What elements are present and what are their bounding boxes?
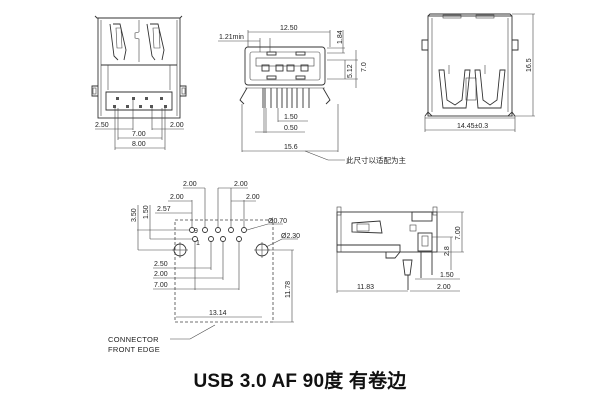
dim-15-6: 15.6 xyxy=(284,144,298,151)
dim-1-84: 1.84 xyxy=(337,30,344,44)
dim-12-50: 12.50 xyxy=(280,25,298,32)
dim-0-50: 0.50 xyxy=(284,125,298,132)
dim-13-14: 13.14 xyxy=(209,310,227,317)
fit-note: 此尺寸以适配为主 xyxy=(346,155,406,165)
dim-fp-2-50: 2.50 xyxy=(154,261,168,268)
dim-16-5: 16.5 xyxy=(526,58,533,72)
dim-2-00: 2.00 xyxy=(170,122,184,129)
dim-1-50: 1.50 xyxy=(143,205,150,219)
dim-3-50: 3.50 xyxy=(131,208,138,222)
dim-fp-2-00-e: 2.00 xyxy=(154,271,168,278)
dim-fp-2-00-b: 2.00 xyxy=(234,181,248,188)
connector-label-line2: FRONT EDGE xyxy=(108,345,160,354)
dim-11-83: 11.83 xyxy=(357,284,374,291)
front-view: 2.50 2.00 7.00 8.00 xyxy=(91,15,187,150)
drawing-title: USB 3.0 AF 90度 有卷边 xyxy=(193,371,407,392)
face-view: 12.50 1.21min 1.84 5.12 7.0 1.50 0.50 15… xyxy=(218,25,406,165)
svg-text:9: 9 xyxy=(194,228,198,235)
dim-side-2-00: 2.00 xyxy=(437,284,451,291)
pcb-footprint: 9 1 2.00 2.00 2.00 2.00 2.57 3.50 1.50 Ø… xyxy=(108,181,300,354)
dim-2-8: 2.8 xyxy=(444,246,451,256)
dim-1-21min: 1.21min xyxy=(219,34,244,41)
connector-label-line1: CONNECTOR xyxy=(108,335,159,344)
dim-7-00: 7.00 xyxy=(132,131,146,138)
dim-phi-0-70: Ø0.70 xyxy=(268,218,287,225)
dim-14-45: 14.45±0.3 xyxy=(457,123,488,130)
dim-side-1-50: 1.50 xyxy=(440,272,454,279)
dim-11-78: 11.78 xyxy=(285,281,292,298)
dim-1-50: 1.50 xyxy=(284,114,298,121)
side-view: 7.00 2.8 1.50 11.83 2.00 xyxy=(336,206,464,293)
dim-phi-2-30: Ø2.30 xyxy=(281,233,300,240)
dim-7-0: 7.0 xyxy=(361,62,368,72)
dim-fp-2-00-a: 2.00 xyxy=(183,181,197,188)
back-view: 14.45±0.3 16.5 xyxy=(421,13,535,132)
dim-2-57: 2.57 xyxy=(157,206,171,213)
dim-2-50: 2.50 xyxy=(95,122,109,129)
dim-5-12: 5.12 xyxy=(347,64,354,78)
pin-row-top xyxy=(189,227,247,233)
dim-side-7-00: 7.00 xyxy=(455,226,462,240)
dim-fp-2-00-d: 2.00 xyxy=(246,194,260,201)
svg-text:1: 1 xyxy=(196,240,200,247)
dim-8-00: 8.00 xyxy=(132,141,146,148)
dim-fp-2-00-c: 2.00 xyxy=(170,194,184,201)
dim-fp-7-00: 7.00 xyxy=(154,282,168,289)
